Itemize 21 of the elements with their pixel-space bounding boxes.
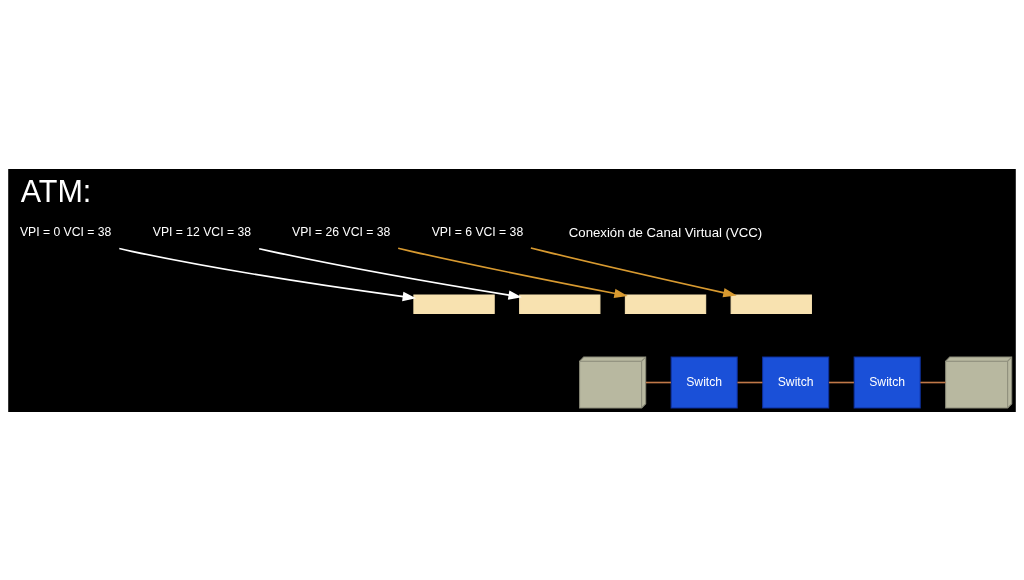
node-text: VPI = 0 VCI = 38 — [19, 224, 112, 239]
node-box — [519, 294, 601, 314]
node-box: Switch — [670, 356, 738, 408]
arrow — [530, 246, 737, 297]
connector — [828, 381, 855, 383]
connector — [736, 381, 764, 383]
connector — [645, 381, 672, 383]
node-box — [624, 294, 707, 314]
arrow — [397, 247, 628, 298]
node-box: Switch — [762, 356, 830, 408]
label: Conexión de Canal Virtual (VCC) — [568, 224, 763, 240]
node-text: VPI = 6 VCI = 38 — [431, 224, 524, 239]
node-box: Switch — [853, 356, 921, 408]
node-box — [730, 294, 812, 314]
arrow — [118, 247, 417, 301]
node-text: VPI = 12 VCI = 38 — [152, 224, 252, 239]
connector — [919, 381, 947, 383]
node-box — [413, 294, 495, 314]
node-text: VPI = 26 VCI = 38 — [292, 224, 391, 239]
arrow — [258, 247, 522, 300]
diagram-title: ATM: — [20, 173, 92, 208]
